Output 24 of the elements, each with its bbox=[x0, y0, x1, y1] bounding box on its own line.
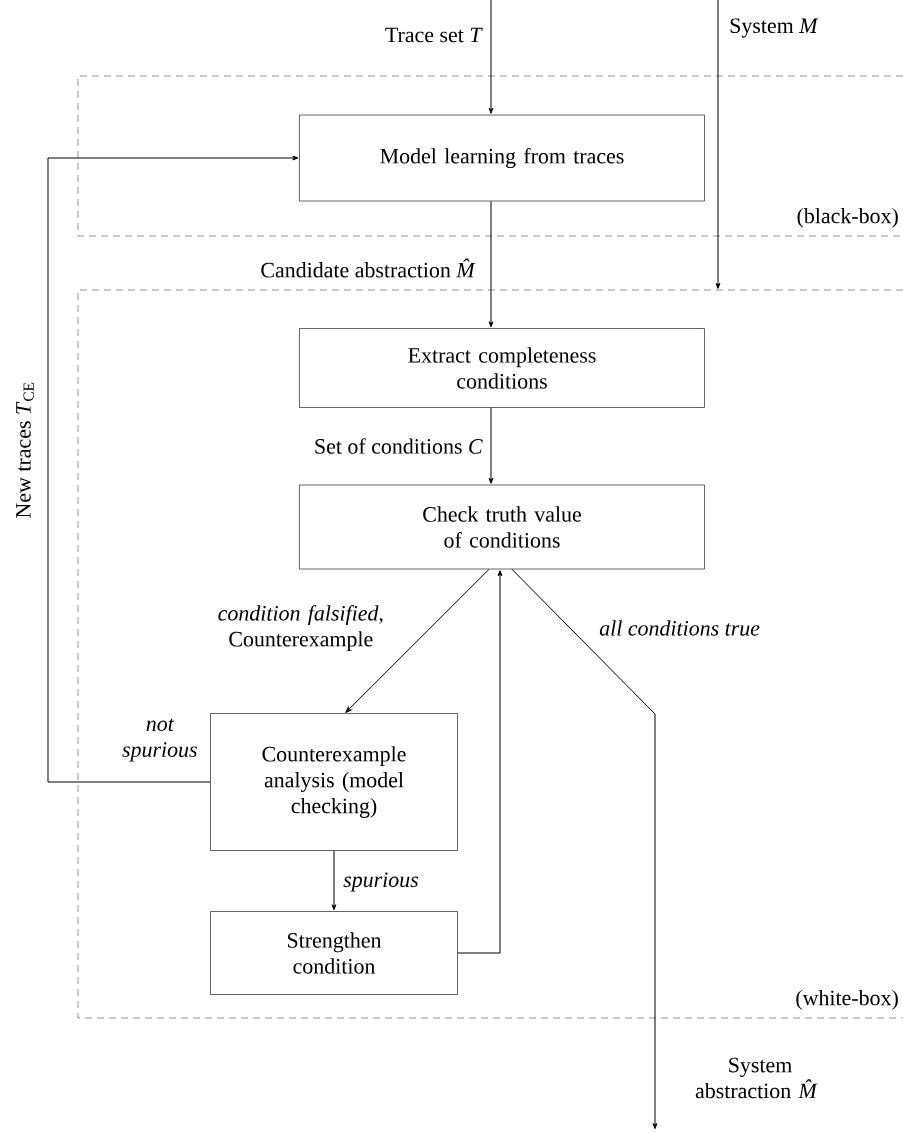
arrow bbox=[488, 0, 494, 114]
arrow bbox=[488, 407, 494, 484]
edge-label: spurious bbox=[343, 872, 419, 892]
process-box: Model learning from traces bbox=[299, 114, 705, 202]
text-label: New traces T$_{CE}$ bbox=[16, 382, 34, 518]
arrow bbox=[715, 0, 721, 289]
process-box: Extract completeness conditions bbox=[299, 328, 705, 408]
arrow bbox=[47, 155, 299, 783]
edge-label: Trace set T bbox=[385, 27, 483, 43]
process-box: Check truth value of conditions bbox=[299, 484, 705, 570]
edge-label: System M bbox=[730, 18, 819, 38]
arrow bbox=[345, 568, 490, 713]
process-box: Strengthen condition bbox=[210, 911, 458, 995]
text-label: System abstraction M̂ bbox=[695, 1057, 818, 1099]
edge-label: Candidate abstraction M̂ bbox=[261, 258, 476, 278]
arrow bbox=[511, 568, 658, 1130]
edge-label: not spurious bbox=[122, 718, 197, 762]
arrow bbox=[457, 570, 503, 954]
edge-label: all conditions true bbox=[599, 620, 760, 636]
edge-label: Set of conditions C bbox=[315, 438, 483, 454]
arrow bbox=[331, 850, 337, 911]
arrow bbox=[488, 200, 494, 328]
edge-label: condition falsified, Counterexample bbox=[218, 605, 383, 651]
process-box: Counterexample analysis (model checking) bbox=[210, 713, 458, 851]
